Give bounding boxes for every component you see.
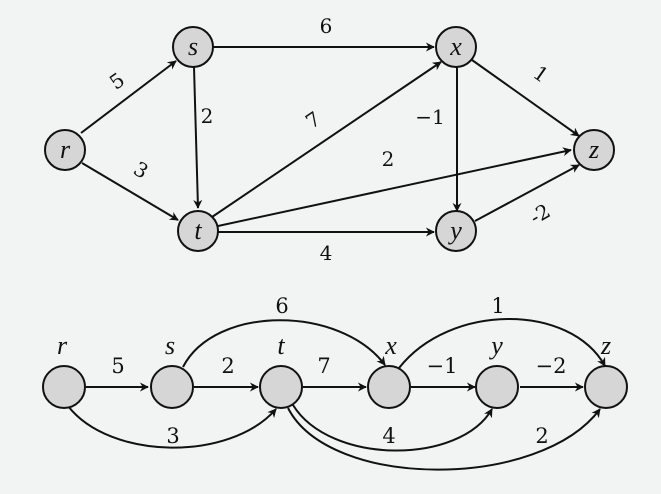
linear-node-label-t: t [277,331,285,360]
edge-label-s-x: 6 [320,14,333,38]
linear-node-label-z: z [600,331,611,360]
linear-edge-labels: 5 2 7 −1 −2 6 1 3 4 2 [111,294,566,448]
graph-node-t: t [177,210,219,252]
edge-r-t [81,162,179,221]
graph-edges [80,42,580,237]
linear-edge-label-s-x: 6 [275,294,288,318]
linear-edges [67,318,606,471]
linear-edge-label-x-z: 1 [491,294,504,318]
linear-edge-label-t-y: 4 [382,424,395,448]
linear-edge-x-z [398,318,606,369]
graph-node-label-s: s [188,32,198,61]
linear-edge-label-t-z: 2 [535,424,548,448]
graph-node-r: r [44,129,86,171]
edge-label-x-z: 1 [529,61,553,88]
graph-node-label-x: x [449,32,462,61]
linear-edge-label-s-t: 2 [221,354,234,378]
linear-node-label-r: r [57,331,68,360]
edge-label-t-x: 7 [301,106,325,133]
linear-node-z: z [584,331,628,409]
graph-edge-labels: 5 3 6 2 7 2 4 1 −1 -2 [105,14,555,265]
linear-edge-t-y [292,404,493,452]
linear-edge-label-t-x: 7 [317,354,330,378]
linear-node-label-y: y [488,331,503,360]
edge-x-z [471,59,580,137]
graph-node-s: s [172,26,214,68]
graph-node-z: z [573,129,615,171]
linear-node-s: s [150,331,194,409]
edge-label-t-z: 2 [382,147,395,171]
linear-node-label-s: s [165,331,175,360]
linear-edge-label-x-y: −1 [427,354,458,378]
graph-nodes: r s t x y z [44,26,615,252]
edge-label-x-y: −1 [415,105,444,129]
graph-node-label-r: r [60,135,71,164]
edge-label-r-t: 3 [129,156,152,183]
graph-node-y: y [435,210,477,252]
edge-label-t-y: 4 [320,241,333,265]
linear-node-y: y [475,331,519,409]
linear-edge-t-z [287,407,601,471]
linear-node-t: t [259,331,303,409]
edge-label-r-s: 5 [105,68,129,95]
linear-diagram: 5 2 7 −1 −2 6 1 3 4 2 r s t [42,294,628,471]
edge-t-x [211,61,442,218]
edge-s-t [193,66,203,209]
edge-label-y-z: -2 [526,199,555,230]
linear-node-r: r [42,331,86,409]
linear-edge-label-r-s: 5 [111,354,124,378]
graph-diagram: 5 3 6 2 7 2 4 1 −1 -2 r s t [44,14,615,265]
linear-nodes: r s t x y z [42,331,628,409]
edge-t-z [217,147,572,227]
linear-edge-r-t [67,405,277,449]
edge-r-s [80,60,177,134]
graph-node-label-y: y [447,216,462,245]
linear-edge-label-r-t: 3 [166,424,179,448]
linear-node-x: x [367,331,411,409]
linear-edge-label-y-z: −2 [536,354,567,378]
graph-node-label-t: t [194,216,202,245]
edge-y-z [474,164,580,222]
graph-node-x: x [435,26,477,68]
edge-label-s-t: 2 [201,104,214,128]
graph-node-label-z: z [588,135,599,164]
linear-edge-s-x [182,319,386,368]
linear-node-label-x: x [384,331,397,360]
